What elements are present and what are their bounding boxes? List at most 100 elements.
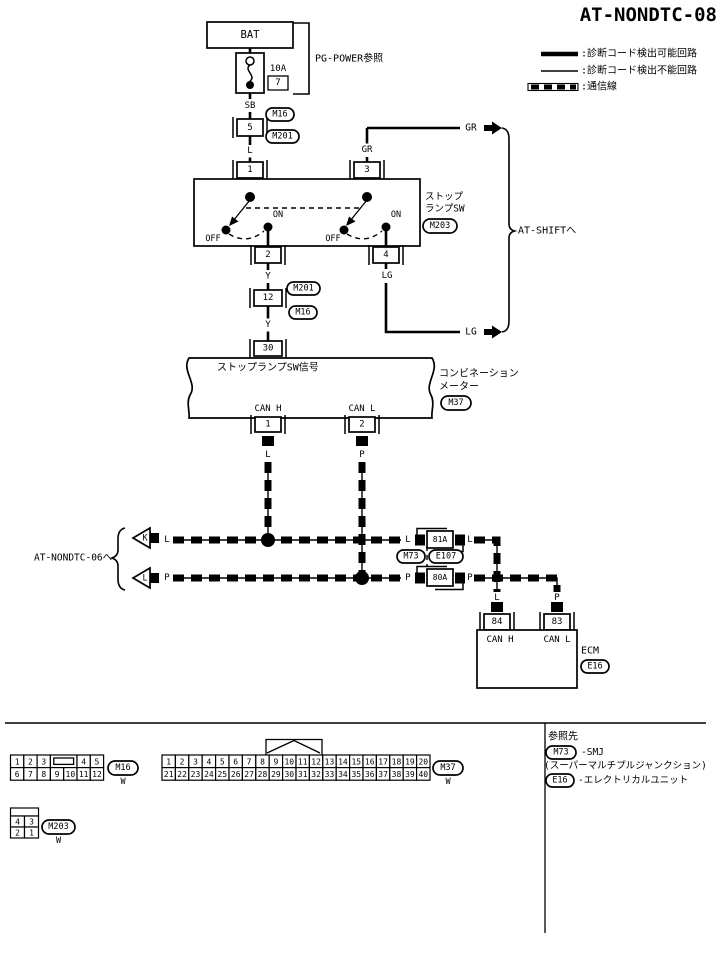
svg-text:M203: M203 [430,221,450,231]
ecm-can-h-label: CAN H [486,635,513,645]
terminal-square [491,602,503,612]
off-label-left: OFF [205,234,220,244]
on-label-right: ON [391,210,401,220]
meter-pin-can-l: 2 [344,415,380,434]
svg-text:M73: M73 [403,552,418,562]
m37-color: W [445,777,451,787]
stop-lamp-switch: 1 3 GR OFF ON OFF ON ストップ ランプSW M203 [193,128,465,265]
pin-number: 8 [41,770,46,779]
ecm: L P 84 83 CAN H CAN L ECM E16 [476,593,610,689]
wire-y-label-1: Y [265,272,271,282]
wire-l-label: L [247,146,252,156]
svg-text:M16: M16 [115,763,130,773]
gr-arrow-label: GR [465,123,477,134]
junction-dot [261,533,275,547]
meter-signal-label: ストップランプSW信号 [217,362,319,374]
pin-number: 6 [233,757,238,766]
pin-number: 25 [217,770,227,779]
bus-p-label-mid: P [405,573,411,583]
ecm-name: ECM [581,646,599,657]
svg-text:84: 84 [492,617,503,627]
off-label-right: OFF [325,234,340,244]
connector-m37-oval [440,395,472,411]
terminal-square [262,436,274,446]
bus-l-label-mid: L [405,535,410,545]
connector-m73-oval [396,549,426,564]
pin-number: 16 [365,757,375,766]
pin-cell [23,826,40,839]
bus-l-label-left: L [164,535,169,545]
pin-number: 7 [28,770,33,779]
pin-number: 6 [15,770,20,779]
svg-text:12: 12 [263,293,274,303]
pin-number: 30 [284,770,294,779]
connector-m203-oval [422,218,458,234]
pin-number: 29 [271,770,281,779]
svg-text:80A: 80A [433,573,448,582]
lg-arrow-label: LG [465,327,477,338]
pin-cell [416,766,431,781]
pin-cell [89,766,105,781]
m203-cap [9,807,40,817]
pin-number: 3 [29,818,34,827]
svg-text:K: K [142,534,148,544]
combination-meter: ストップランプSW信号 コンビネーション メーター M37 CAN H CAN … [186,357,519,460]
pin-number: 4 [15,818,20,827]
at-nondtc-06-brace [109,527,126,591]
terminal-square [150,573,159,583]
pin-number: 9 [55,770,60,779]
m203-color: W [56,836,62,846]
svg-text:30: 30 [263,344,274,354]
svg-text:2: 2 [359,420,364,430]
pin-number: 21 [164,770,174,779]
svg-text:4: 4 [383,250,388,260]
ref-m73-desc2: (スーパーマルチプルジャンクション) [544,761,707,772]
pin-number: 5 [220,757,225,766]
at-shift-brace [501,127,518,333]
svg-text:1: 1 [247,165,252,175]
ecm-wire-l-label: L [494,593,499,603]
svg-text:M37: M37 [448,398,463,408]
gr-arrow [484,121,502,135]
junction-dot [355,571,369,585]
wire-l-label-can: L [265,450,270,460]
legend-detectable-label: :診断コード検出可能回路 [581,47,697,60]
wire-lg [384,263,460,334]
ecm-pin-83: 83 [539,612,575,632]
smj-connector-81a: 81A [416,527,464,553]
pin-number: 20 [418,757,428,766]
meter-pin-can-h: 1 [250,415,286,434]
m37-face-oval [432,760,464,776]
connector-pin-5: 5 [232,117,268,138]
connector-m16-oval-2 [288,305,318,320]
on-label-left: ON [273,210,283,220]
legend: :診断コード検出可能回路 :診断コード検出不能回路 :通信線 [527,47,697,93]
m37-tab [265,738,323,755]
pg-power-label: PG-POWER参照 [315,52,383,65]
lg-arrow [484,325,502,339]
smj-connector-80a: 80A [416,565,464,591]
meter-can-h-label: CAN H [254,404,281,414]
pin-number: 12 [311,757,321,766]
m16-color: W [120,777,126,787]
meter-pin-30: 30 [249,339,287,358]
pin-number: 15 [351,757,361,766]
pin-number: 39 [405,770,415,779]
m203-face-oval [41,819,76,835]
connector-pin-12: 12 [249,288,287,308]
bus-p-label-left: P [164,573,170,583]
svg-text:81A: 81A [433,535,448,544]
pin-number: 32 [311,770,321,779]
meter-link: Y M201 12 M16 Y 30 [249,263,321,358]
page-title: AT-NONDTC-08 [580,4,717,26]
pin-number: 37 [378,770,388,779]
svg-text:3: 3 [364,165,369,175]
wire-lg-label: LG [382,271,393,281]
switch-arm-left [232,199,251,222]
fuse-rating: 10A [270,64,287,74]
at-shift-label: AT-SHIFTへ [518,226,576,237]
meter-body [186,357,436,419]
